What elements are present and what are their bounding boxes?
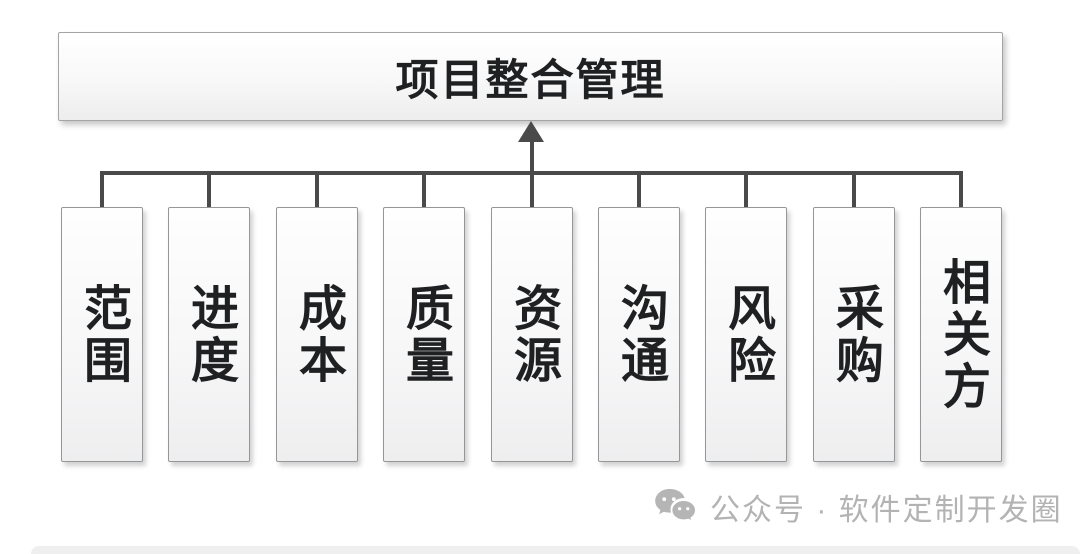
node-schedule-label: 进度: [183, 282, 236, 387]
node-resource-label: 资源: [506, 282, 559, 387]
node-schedule: 进度: [168, 207, 250, 462]
connector-drop-1: [100, 171, 104, 209]
node-scope: 范围: [61, 207, 143, 462]
connector-drop-8: [852, 171, 856, 209]
node-cost: 成本: [276, 207, 358, 462]
node-risk: 风险: [705, 207, 787, 462]
node-cost-label: 成本: [291, 282, 344, 387]
arrow-up-icon: [518, 121, 544, 142]
node-quality: 质量: [383, 207, 465, 462]
connector-drop-6: [637, 171, 641, 209]
bottom-edge-strip: [31, 546, 1080, 554]
node-stakeholder: 相关方: [920, 207, 1002, 462]
node-resource: 资源: [491, 207, 573, 462]
watermark-text: 公众号 · 软件定制开发圈: [710, 494, 1063, 527]
node-procurement: 采购: [813, 207, 895, 462]
node-communication: 沟通: [598, 207, 680, 462]
connector-drop-4: [422, 171, 426, 209]
node-communication-label: 沟通: [613, 282, 666, 387]
connector-drop-7: [744, 171, 748, 209]
node-risk-label: 风险: [720, 282, 773, 387]
connector-drop-2: [207, 171, 211, 209]
node-quality-label: 质量: [398, 282, 451, 387]
arrow-stem: [530, 137, 534, 209]
node-procurement-label: 采购: [828, 282, 881, 387]
node-stakeholder-label: 相关方: [935, 256, 988, 413]
connector-drop-9: [959, 171, 963, 209]
wechat-icon: [655, 489, 697, 524]
connector-drop-3: [315, 171, 319, 209]
node-integration: 项目整合管理: [58, 32, 1003, 121]
node-integration-label: 项目整合管理: [395, 56, 666, 105]
watermark: 公众号 · 软件定制开发圈: [652, 486, 1063, 528]
node-scope-label: 范围: [76, 282, 129, 387]
